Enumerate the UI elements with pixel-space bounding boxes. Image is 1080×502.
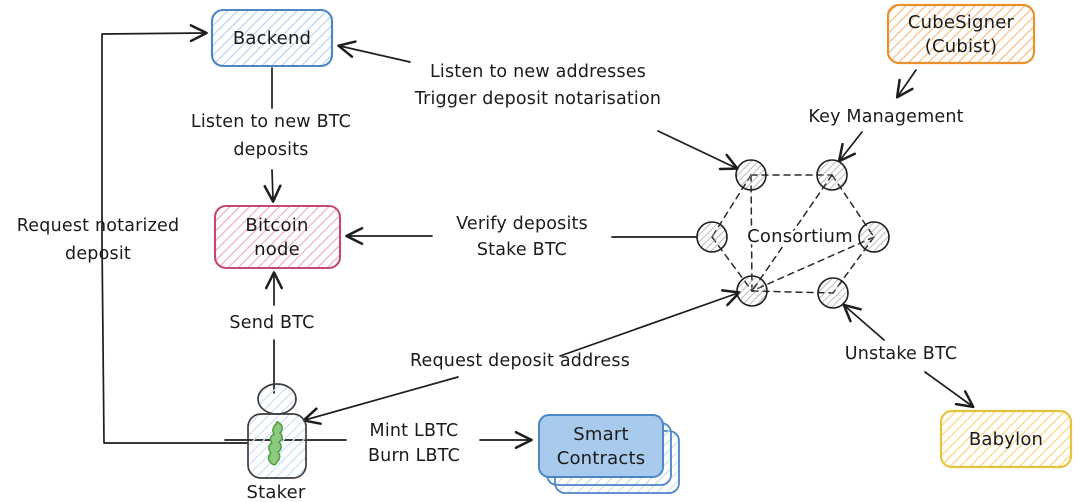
edge-label-request-notarized-line2: deposit xyxy=(65,244,131,264)
staker-label: Staker xyxy=(247,482,306,502)
edge-label-request-deposit-address: Request deposit address xyxy=(410,351,630,371)
consortium-group[interactable]: Consortium xyxy=(696,159,890,309)
smart-contracts-label-line1: Smart xyxy=(573,424,628,445)
node-cubesigner[interactable]: CubeSigner (Cubist) xyxy=(886,3,1036,65)
node-backend[interactable]: Backend xyxy=(210,8,334,68)
consortium-member-node[interactable] xyxy=(736,275,768,307)
edge-consortium-to-bitcoin xyxy=(348,236,697,237)
bitcoin-node-label-line1: Bitcoin xyxy=(245,215,308,236)
edge-label-verify-deposits-line1: Verify deposits xyxy=(456,214,588,234)
node-babylon[interactable]: Babylon xyxy=(939,409,1073,469)
consortium-member-node[interactable] xyxy=(817,277,849,309)
consortium-member-node[interactable] xyxy=(696,221,728,253)
cubesigner-label-line1: CubeSigner xyxy=(908,12,1015,33)
edge-label-listen-btc-line1: Listen to new BTC xyxy=(191,112,351,132)
edge-label-listen-addresses-line2: Trigger deposit notarisation xyxy=(414,89,661,109)
edge-label-listen-btc-line2: deposits xyxy=(233,140,308,160)
edge-label-mint-lbtc: Mint LBTC xyxy=(370,421,459,441)
edge-label-verify-deposits-line2: Stake BTC xyxy=(477,240,567,260)
consortium-member-node[interactable] xyxy=(816,159,848,191)
consortium-label: Consortium xyxy=(747,226,853,247)
edge-label-listen-addresses-line1: Listen to new addresses xyxy=(430,62,646,82)
backend-label: Backend xyxy=(233,28,311,49)
person-icon xyxy=(247,383,307,479)
edge-backend-to-bitcoin xyxy=(272,67,273,200)
edge-staker-to-consortium xyxy=(302,289,741,425)
edge-label-send-btc: Send BTC xyxy=(229,313,314,333)
smart-contracts-label-line2: Contracts xyxy=(557,448,646,469)
edge-label-unstake-btc: Unstake BTC xyxy=(845,344,958,364)
edge-consortium-to-backend xyxy=(337,40,739,171)
consortium-link xyxy=(751,174,833,292)
consortium-member-node[interactable] xyxy=(735,159,767,191)
consortium-member-node[interactable] xyxy=(858,221,890,253)
node-staker[interactable]: Staker xyxy=(247,383,307,502)
edge-label-request-notarized-line1: Request notarized xyxy=(17,216,180,236)
babylon-label: Babylon xyxy=(969,429,1043,450)
consortium-link xyxy=(750,174,753,292)
cubesigner-label-line2: (Cubist) xyxy=(925,36,997,57)
consortium-link xyxy=(751,236,875,292)
bitcoin-node-label-line2: node xyxy=(254,239,300,260)
edge-label-key-management: Key Management xyxy=(808,107,963,127)
edge-label-burn-lbtc: Burn LBTC xyxy=(368,446,460,466)
edge-consortium-to-cubesigner xyxy=(837,69,917,163)
node-bitcoin[interactable]: Bitcoin node xyxy=(213,204,342,270)
edge-staker-to-backend xyxy=(101,24,248,444)
node-smart-contracts[interactable]: Smart Contracts xyxy=(538,414,680,494)
edge-consortium-to-babylon xyxy=(842,303,975,409)
